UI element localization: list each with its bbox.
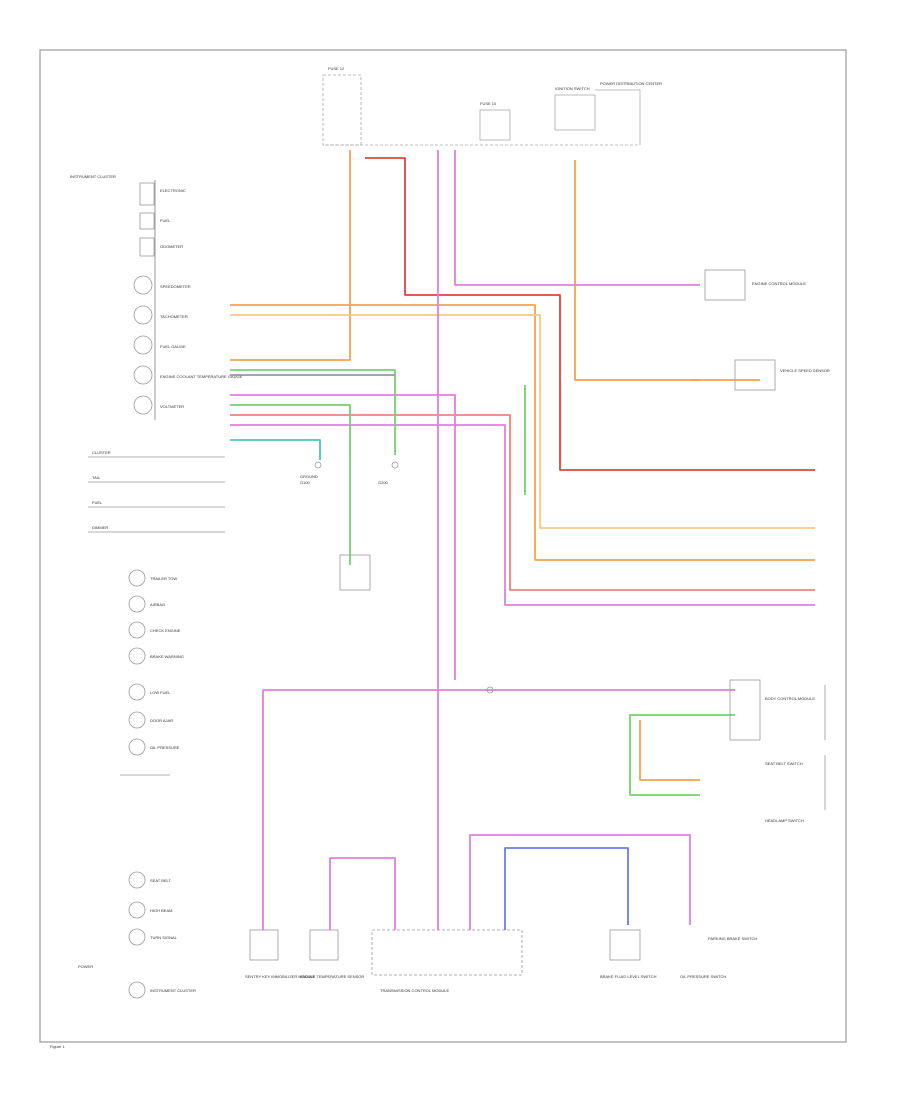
lamp-label: HIGH BEAM	[150, 908, 172, 913]
gauge-label: VOLTMETER	[160, 404, 184, 409]
mid-label: CLUSTER	[92, 450, 111, 455]
top-label: IGNITION SWITCH	[555, 86, 590, 91]
bottom-label: TRANSMISSION CONTROL MODULE	[380, 988, 450, 993]
instrument-cluster	[88, 180, 225, 776]
mid-label: TAIL	[92, 475, 101, 480]
ground-label: GROUND	[300, 474, 318, 479]
yellow-wire	[230, 314, 815, 529]
diagram-border	[39, 49, 847, 1043]
top-label: FUSE 10	[480, 101, 497, 106]
top-label: FUSE 12	[328, 66, 345, 71]
blue-wire	[504, 847, 629, 930]
top-labels: FUSE 12 FUSE 10 IGNITION SWITCH POWER DI…	[328, 66, 662, 106]
right-label: BODY CONTROL MODULE	[765, 696, 815, 701]
ground-label: G200	[378, 480, 389, 485]
right-label: VEHICLE SPEED SENSOR	[780, 368, 830, 373]
pink-wire	[454, 150, 700, 286]
indicator-labels: TRAILER TOW AIRBAG CHECK ENGINE BRAKE WA…	[78, 576, 196, 993]
mid-label: DIMMER	[92, 525, 108, 530]
center-labels: GROUND G100 G200	[300, 474, 389, 485]
cluster-header: INSTRUMENT CLUSTER	[70, 174, 116, 179]
indicator-label: TRAILER TOW	[150, 576, 177, 581]
cluster-label: ODOMETER	[160, 244, 183, 249]
right-label: ENGINE CONTROL MODULE	[752, 281, 806, 286]
indicator-label: LOW FUEL	[150, 690, 171, 695]
gauge-label: TACHOMETER	[160, 314, 188, 319]
power-label: POWER	[78, 964, 93, 969]
orange-wire	[574, 160, 700, 381]
ground-label: G100	[300, 480, 311, 485]
indicator-label: OIL PRESSURE	[150, 745, 180, 750]
right-label: PARKING BRAKE SWITCH	[708, 936, 757, 941]
cluster-label: FUEL	[160, 218, 171, 223]
top-power-module	[322, 74, 641, 146]
bottom-label: INSTRUMENT CLUSTER	[150, 988, 196, 993]
right-labels: ENGINE CONTROL MODULE VEHICLE SPEED SENS…	[708, 281, 830, 941]
right-label: SEAT BELT SWITCH	[765, 761, 803, 766]
gauge-label: FUEL GAUGE	[160, 344, 186, 349]
wires	[230, 150, 815, 930]
lamp-label: TURN SIGNAL	[150, 935, 178, 940]
footer-label: Figure 1	[50, 1044, 65, 1049]
bottom-label: SENTRY KEY IMMOBILIZER MODULE	[245, 974, 316, 979]
indicator-label: AIRBAG	[150, 602, 165, 607]
pink-wire	[469, 834, 691, 930]
red-wire	[365, 157, 815, 471]
gauge-label: ENGINE COOLANT TEMPERATURE GAUGE	[160, 374, 243, 379]
green-wire	[629, 714, 735, 796]
orange-wire	[230, 150, 351, 361]
bottom-labels: SENTRY KEY IMMOBILIZER MODULE ENGINE TEM…	[245, 974, 726, 993]
cluster-gauge-labels: INSTRUMENT CLUSTER ELECTRONIC FUEL ODOME…	[70, 174, 243, 530]
green-wire	[230, 369, 396, 455]
center-components	[249, 686, 641, 976]
green-wire	[230, 404, 351, 565]
indicator-label: CHECK ENGINE	[150, 628, 181, 633]
right-label: HEADLAMP SWITCH	[765, 818, 804, 823]
bottom-label: BRAKE FLUID LEVEL SWITCH	[600, 974, 657, 979]
gauge-label: SPEEDOMETER	[160, 284, 191, 289]
top-label: POWER DISTRIBUTION CENTER	[600, 81, 662, 86]
indicator-lamps	[128, 569, 146, 999]
lamp-label: SEAT BELT	[150, 878, 171, 883]
red-wire	[230, 414, 815, 591]
pink-wire	[329, 857, 396, 930]
orange-wire	[230, 304, 815, 561]
pink-wire	[230, 394, 456, 680]
bottom-label: ENGINE TEMPERATURE SENSOR	[300, 974, 364, 979]
cluster-label: ELECTRONIC	[160, 188, 186, 193]
bottom-label: OIL PRESSURE SWITCH	[680, 974, 726, 979]
orange-wire	[639, 720, 700, 781]
pink-wire	[230, 424, 815, 606]
pink-wire	[262, 689, 735, 930]
indicator-label: DOOR AJAR	[150, 718, 173, 723]
teal-wire	[230, 439, 321, 460]
right-components	[314, 269, 826, 810]
mid-label: FUEL	[92, 500, 103, 505]
indicator-label: BRAKE WARNING	[150, 654, 184, 659]
